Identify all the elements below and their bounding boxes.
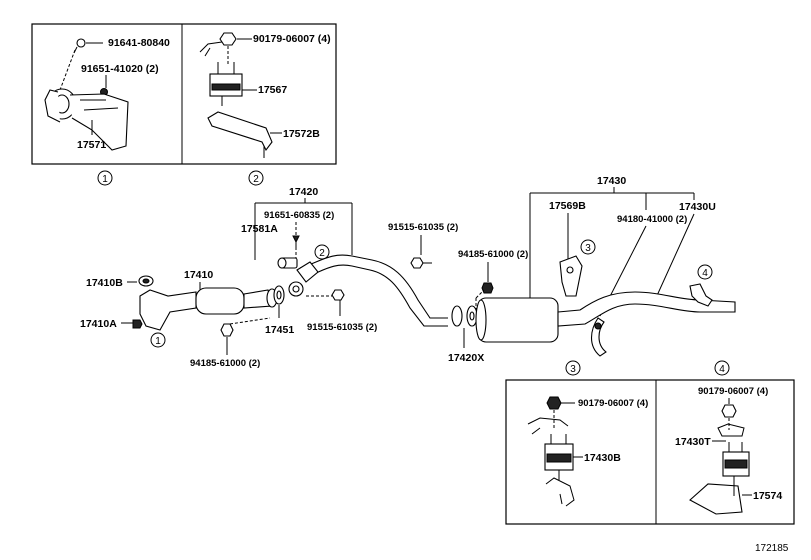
label-91651-41020: 91651-41020 (2) <box>81 63 159 75</box>
svg-text:4: 4 <box>702 268 708 279</box>
label-17567: 17567 <box>258 84 287 96</box>
rubber-mount-icon-box3 <box>544 434 574 480</box>
detail-box-1: 91641-80840 91651-41020 (2) 17571 <box>44 37 170 151</box>
bolt-icon <box>73 38 86 54</box>
hanger-17430u-icon <box>689 283 713 307</box>
marker-2-text: 2 <box>253 174 259 185</box>
rubber-mount-icon-box4 <box>722 442 750 477</box>
label-90179-06007-box3: 90179-06007 (4) <box>578 398 648 409</box>
screw-icon-front <box>292 235 300 250</box>
label-17451: 17451 <box>265 324 294 336</box>
label-17410: 17410 <box>184 269 213 281</box>
label-17574: 17574 <box>753 490 782 502</box>
label-17410a: 17410A <box>80 318 117 330</box>
svg-text:2: 2 <box>319 248 325 259</box>
label-17430: 17430 <box>597 175 626 187</box>
marker-2-below-box: 2 <box>248 170 264 186</box>
gasket-17451-icon <box>273 285 285 305</box>
callout-1-main: 1 <box>150 332 166 348</box>
bolt-mid-icon <box>331 289 345 301</box>
label-17430u: 17430U <box>679 201 716 213</box>
label-91651-60835: 91651-60835 (2) <box>264 210 334 221</box>
label-90179-06007-box2: 90179-06007 (4) <box>253 33 331 45</box>
bracket-17574-icon <box>689 476 743 515</box>
callout-3-main: 3 <box>580 239 596 255</box>
label-90179-06007-box4: 90179-06007 (4) <box>698 386 768 397</box>
label-17569b: 17569B <box>549 200 586 212</box>
label-91641-80840: 91641-80840 <box>108 37 170 49</box>
muffler-icon <box>475 291 736 357</box>
marker-4-text: 4 <box>719 364 725 375</box>
resonator-pipe-icon <box>139 287 278 331</box>
nut-front-icon <box>220 323 234 337</box>
label-94185-61000-front: 94185-61000 (2) <box>190 358 260 369</box>
main-assembly: 17420 91651-60835 (2) 17581A 2 <box>80 175 736 369</box>
nut-icon <box>219 32 237 46</box>
label-17430t: 17430T <box>675 436 711 448</box>
nut-mid-icon <box>481 282 494 294</box>
label-17420x: 17420X <box>448 352 484 364</box>
marker-3-text: 3 <box>570 364 576 375</box>
marker-1-below-box: 1 <box>97 170 113 186</box>
label-17571: 17571 <box>77 139 106 151</box>
label-17430b: 17430B <box>584 452 621 464</box>
detail-frame-bottom <box>505 379 795 525</box>
label-91515-61035-mid: 91515-61035 (2) <box>307 322 377 333</box>
diagram-id: 172185 <box>755 543 789 554</box>
label-94185-61000-mid: 94185-61000 (2) <box>458 249 528 260</box>
gasket-17410b-icon <box>138 275 154 287</box>
nut-icon-box4 <box>721 404 737 418</box>
front-pipe-icon <box>288 254 448 327</box>
bolt-upper-icon <box>410 257 424 269</box>
detail-box-2: 90179-06007 (4) 17567 17572B <box>199 32 331 158</box>
label-17420: 17420 <box>289 186 318 198</box>
callout-4-main: 4 <box>697 264 713 280</box>
svg-text:3: 3 <box>585 243 591 254</box>
callout-2-main: 2 <box>314 244 330 260</box>
detail-box-3: 90179-06007 (4) 17430B <box>527 396 648 507</box>
mount-bracket-icon <box>207 111 273 158</box>
detail-box-3-4 <box>505 379 795 525</box>
bracket-581a-icon <box>277 257 298 269</box>
marker-1-text: 1 <box>102 174 108 185</box>
marker-4-above-box: 4 <box>714 360 730 376</box>
label-17572b: 17572B <box>283 128 320 140</box>
bracket-17569b-icon <box>559 255 583 297</box>
nut-icon-box3 <box>546 396 562 410</box>
ring-17410a-icon <box>132 319 143 329</box>
label-91515-61035-upper: 91515-61035 (2) <box>388 222 458 233</box>
label-94180-41000: 94180-41000 (2) <box>617 214 687 225</box>
label-17410b: 17410B <box>86 277 123 289</box>
rubber-mount-icon <box>209 62 243 106</box>
detail-box-4: 90179-06007 (4) 17430T 17574 <box>675 386 782 515</box>
clamp-bracket-icon <box>44 88 129 151</box>
marker-3-above-box: 3 <box>565 360 581 376</box>
detail-frame-top <box>31 23 337 165</box>
label-17581a: 17581A <box>241 223 278 235</box>
gasket-17420x-icon <box>451 305 478 327</box>
detail-box-1-2 <box>31 23 337 165</box>
svg-text:1: 1 <box>155 336 161 347</box>
